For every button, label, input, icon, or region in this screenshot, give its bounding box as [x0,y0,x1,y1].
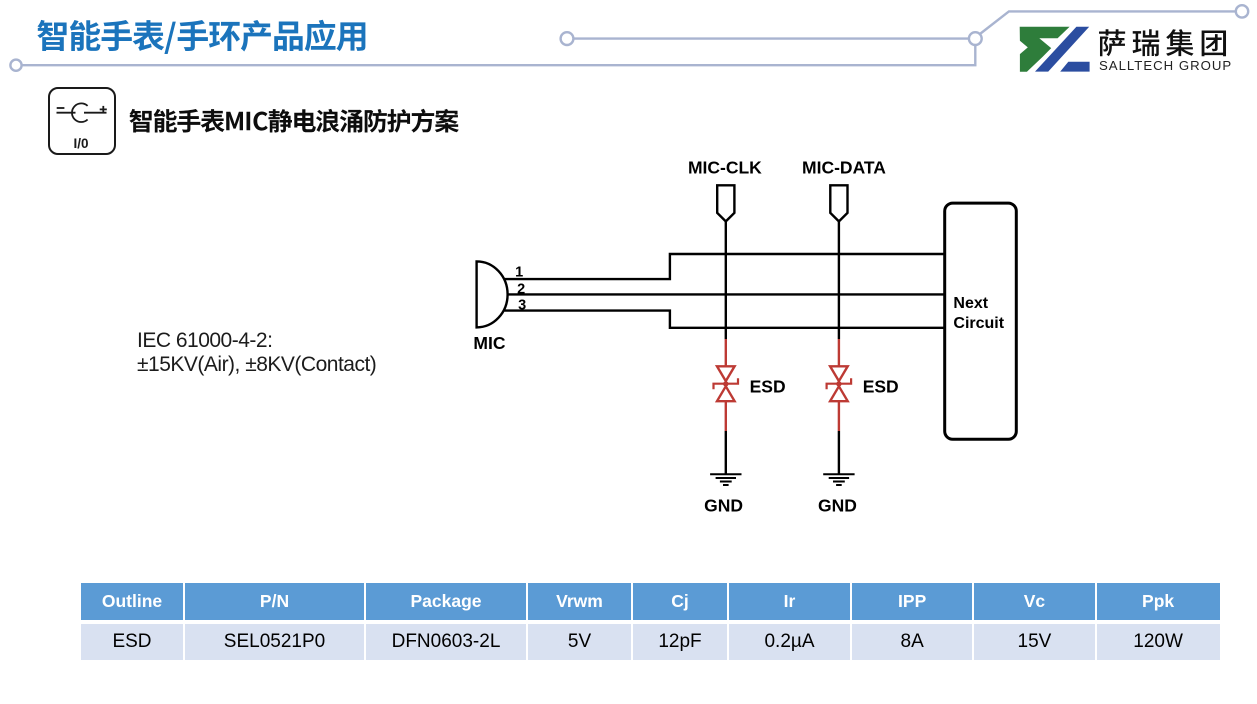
svg-text:MIC: MIC [473,333,505,353]
svg-text:MIC-DATA: MIC-DATA [802,157,886,177]
svg-text:GND: GND [818,496,857,516]
svg-text:ESD: ESD [863,377,899,397]
svg-text:2: 2 [517,281,525,297]
svg-text:SALLTECH GROUP: SALLTECH GROUP [1099,58,1232,73]
svg-text:1: 1 [515,264,523,280]
svg-text:Next: Next [953,295,988,312]
svg-text:GND: GND [704,496,743,516]
svg-text:3: 3 [518,298,526,314]
svg-text:ESD: ESD [750,377,786,397]
svg-text:I/0: I/0 [73,136,88,151]
svg-text:MIC-CLK: MIC-CLK [688,157,762,177]
svg-text:Circuit: Circuit [953,315,1004,332]
